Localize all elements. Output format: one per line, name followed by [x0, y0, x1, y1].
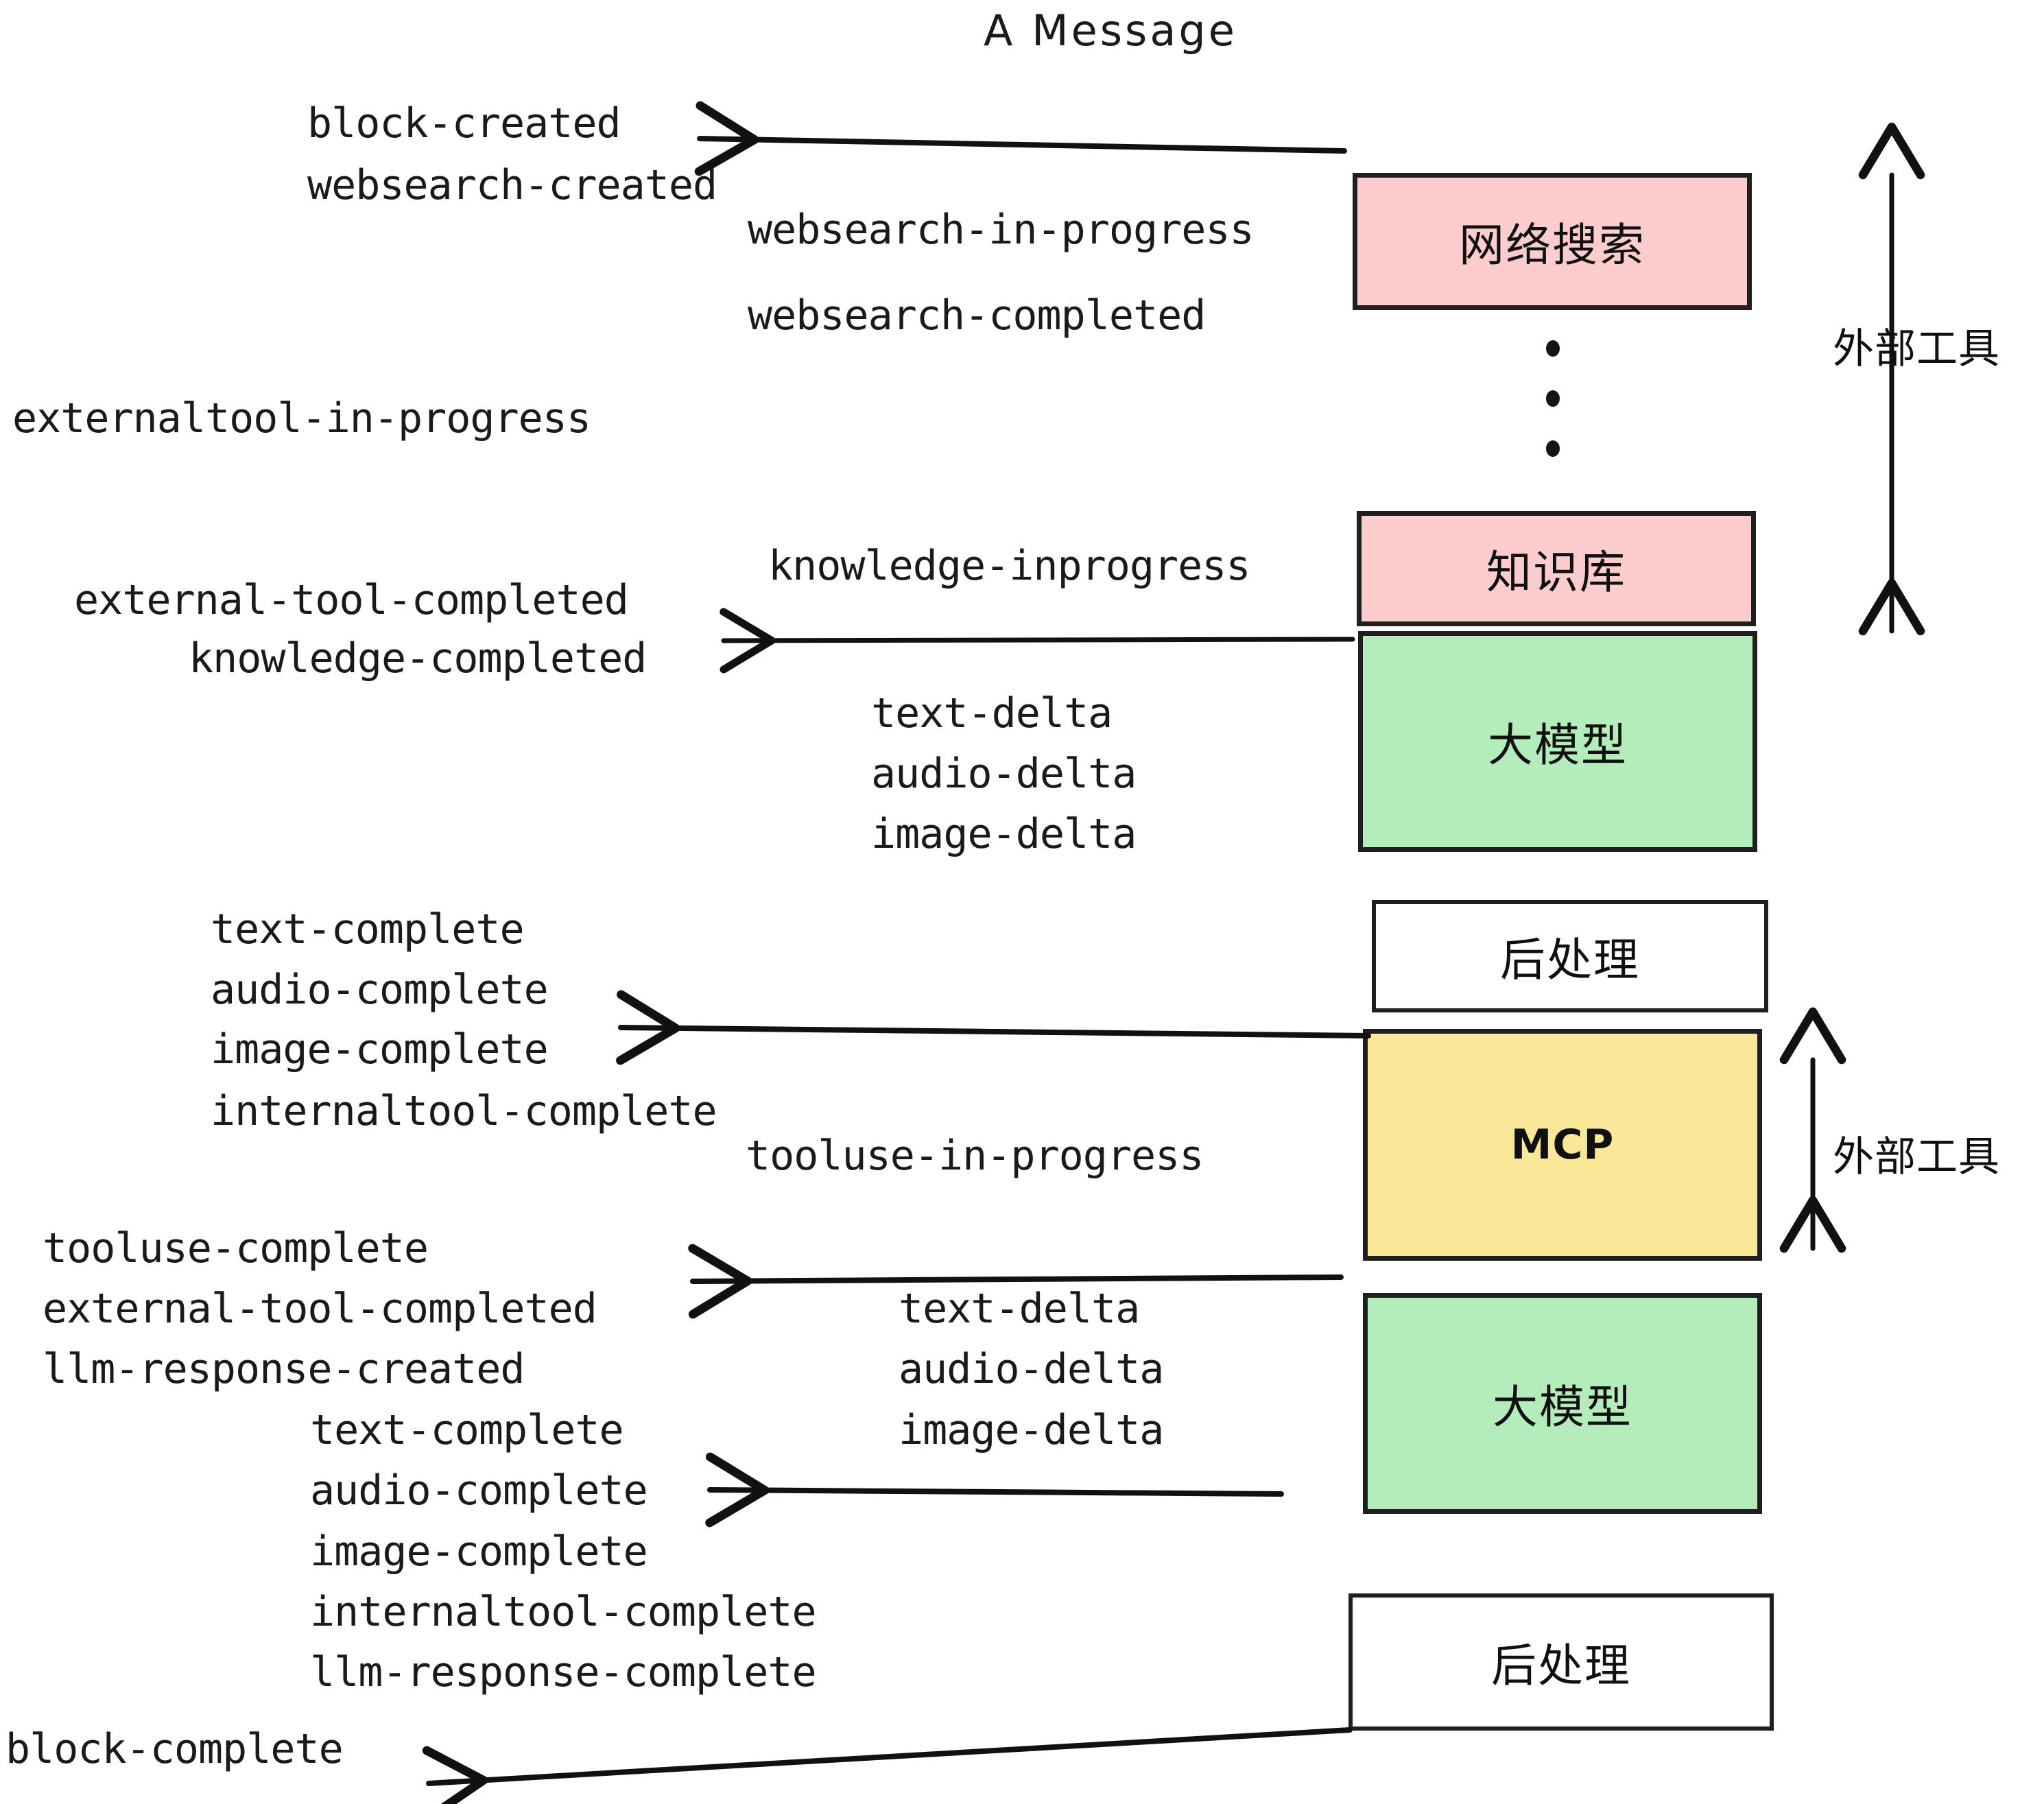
arrow-block-complete: [422, 1727, 1353, 1804]
event-tooluse-complete: tooluse-complete: [43, 1224, 429, 1272]
arrow-image-complete-1: [616, 990, 1371, 1065]
event-text-complete-2: text-complete: [310, 1406, 624, 1454]
event-image-delta-1: image-delta: [871, 810, 1137, 858]
event-tooluse-in-progress: tooluse-in-progress: [746, 1132, 1204, 1180]
event-image-complete-2: image-complete: [310, 1528, 648, 1576]
event-llm-response-created: llm-response-created: [43, 1345, 525, 1393]
event-text-complete-1: text-complete: [211, 905, 525, 953]
arrow-websearch-created: [694, 101, 1347, 176]
event-internaltool-complete-1: internaltool-complete: [211, 1087, 717, 1135]
event-audio-delta-1: audio-delta: [871, 750, 1137, 798]
event-websearch-created: websearch-created: [307, 161, 717, 209]
event-llm-response-complete: llm-response-complete: [310, 1648, 817, 1696]
event-image-delta-2: image-delta: [899, 1406, 1164, 1454]
dot-icon: [1546, 440, 1560, 457]
ellipsis-dots: [1545, 340, 1560, 457]
box-llm-2[interactable]: 大模型: [1363, 1293, 1762, 1514]
side-label-external-tools-top: 外部工具: [1833, 325, 2000, 373]
event-image-complete-1: image-complete: [211, 1025, 549, 1073]
side-label-external-tools-bottom: 外部工具: [1833, 1133, 2000, 1181]
box-mcp[interactable]: MCP: [1363, 1029, 1762, 1261]
event-websearch-in-progress: websearch-in-progress: [748, 206, 1255, 254]
event-external-tool-completed-2: external-tool-completed: [43, 1285, 597, 1333]
arrow-audio-complete-2: [705, 1452, 1284, 1528]
arrow-external-tool-completed-2: [688, 1244, 1344, 1319]
event-block-created: block-created: [307, 99, 621, 147]
box-knowledge-base[interactable]: 知识库: [1357, 511, 1756, 626]
event-block-complete: block-complete: [5, 1725, 344, 1773]
box-postprocess-1[interactable]: 后处理: [1372, 900, 1768, 1012]
event-text-delta-2: text-delta: [899, 1285, 1140, 1333]
event-external-tool-completed-1: external-tool-completed: [74, 576, 629, 624]
diagram-title: A Message: [984, 5, 1237, 56]
event-text-delta-1: text-delta: [871, 689, 1113, 737]
box-llm-1[interactable]: 大模型: [1358, 631, 1757, 852]
dot-icon: [1546, 390, 1560, 407]
box-web-search[interactable]: 网络搜索: [1353, 173, 1752, 310]
arrow-knowledge-completed: [720, 608, 1355, 674]
event-externaltool-in-progress: externaltool-in-progress: [12, 394, 591, 442]
event-knowledge-inprogress: knowledge-inprogress: [768, 542, 1250, 590]
event-audio-complete-2: audio-complete: [310, 1467, 648, 1515]
event-internaltool-complete-2: internaltool-complete: [310, 1588, 817, 1636]
event-audio-complete-1: audio-complete: [211, 966, 549, 1014]
event-audio-delta-2: audio-delta: [899, 1345, 1164, 1393]
box-postprocess-2[interactable]: 后处理: [1348, 1593, 1774, 1731]
event-websearch-completed: websearch-completed: [748, 292, 1206, 340]
dot-icon: [1546, 340, 1560, 357]
event-knowledge-completed: knowledge-completed: [189, 634, 647, 683]
